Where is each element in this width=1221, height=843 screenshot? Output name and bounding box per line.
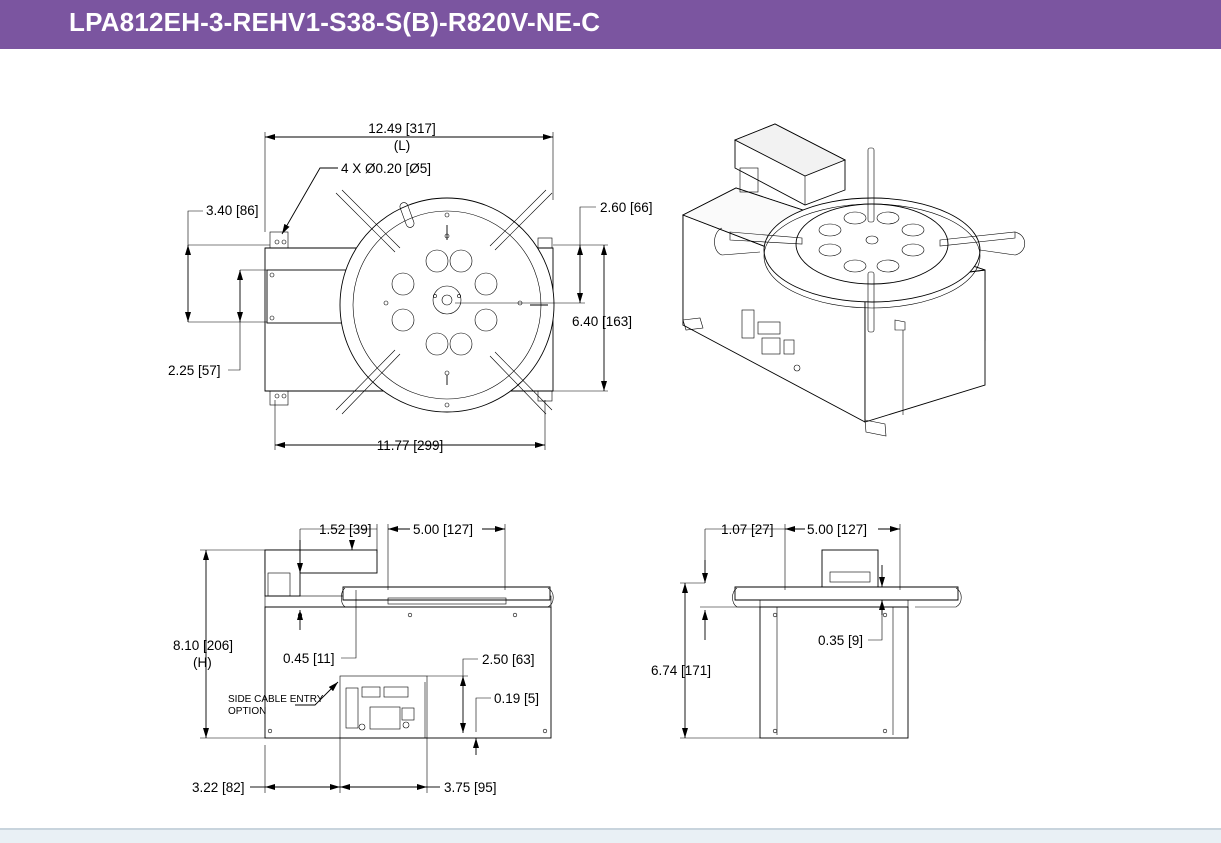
dim-2-25: 2.25 [57] xyxy=(168,363,221,378)
dim-0-35: 0.35 [9] xyxy=(818,633,863,648)
side-view xyxy=(732,549,962,739)
dim-5-00-front: 5.00 [127] xyxy=(413,522,473,537)
dim-mount-holes: 4 X Ø0.20 [Ø5] xyxy=(341,161,431,176)
dim-8-10: 8.10 [206] xyxy=(173,638,233,653)
isometric-view xyxy=(681,123,1026,437)
dim-1-52: 1.52 [39] xyxy=(319,522,372,537)
dim-6-40: 6.40 [163] xyxy=(572,314,632,329)
dim-3-40: 3.40 [86] xyxy=(206,203,259,218)
title-bar xyxy=(0,0,1221,49)
side-cable-label-1: SIDE CABLE ENTRY xyxy=(228,694,324,705)
dim-height-tag: (H) xyxy=(193,655,212,670)
top-view-dimensions: 12.49 [317] (L) 4 X Ø0.20 [Ø5] 3.40 [86]… xyxy=(168,121,653,453)
bottom-bar xyxy=(0,828,1221,843)
top-view xyxy=(264,189,555,415)
dim-0-19: 0.19 [5] xyxy=(494,691,539,706)
dim-overall-length: 12.49 [317] xyxy=(368,121,436,136)
dim-5-00-side: 5.00 [127] xyxy=(807,522,867,537)
dim-1-07: 1.07 [27] xyxy=(721,522,774,537)
dim-3-22: 3.22 [82] xyxy=(192,780,245,795)
dim-0-45: 0.45 [11] xyxy=(283,651,335,666)
dim-2-60: 2.60 [66] xyxy=(600,200,653,215)
side-cable-label-2: OPTION xyxy=(228,706,266,717)
front-view-dimensions: 1.52 [39] 5.00 [127] 8.10 [206] (H) 0.45… xyxy=(173,522,539,795)
dim-length-tag: (L) xyxy=(394,138,411,153)
page-title: LPA812EH-3-REHV1-S38-S(B)-R820V-NE-C xyxy=(69,7,601,37)
side-view-dimensions: 1.07 [27] 5.00 [127] 6.74 [171] 0.35 [9] xyxy=(651,522,901,739)
dim-11-77: 11.77 [299] xyxy=(377,438,444,453)
dim-6-74: 6.74 [171] xyxy=(651,663,711,678)
front-view xyxy=(264,549,554,739)
dim-3-75: 3.75 [95] xyxy=(444,780,497,795)
dim-2-50: 2.50 [63] xyxy=(482,652,535,667)
